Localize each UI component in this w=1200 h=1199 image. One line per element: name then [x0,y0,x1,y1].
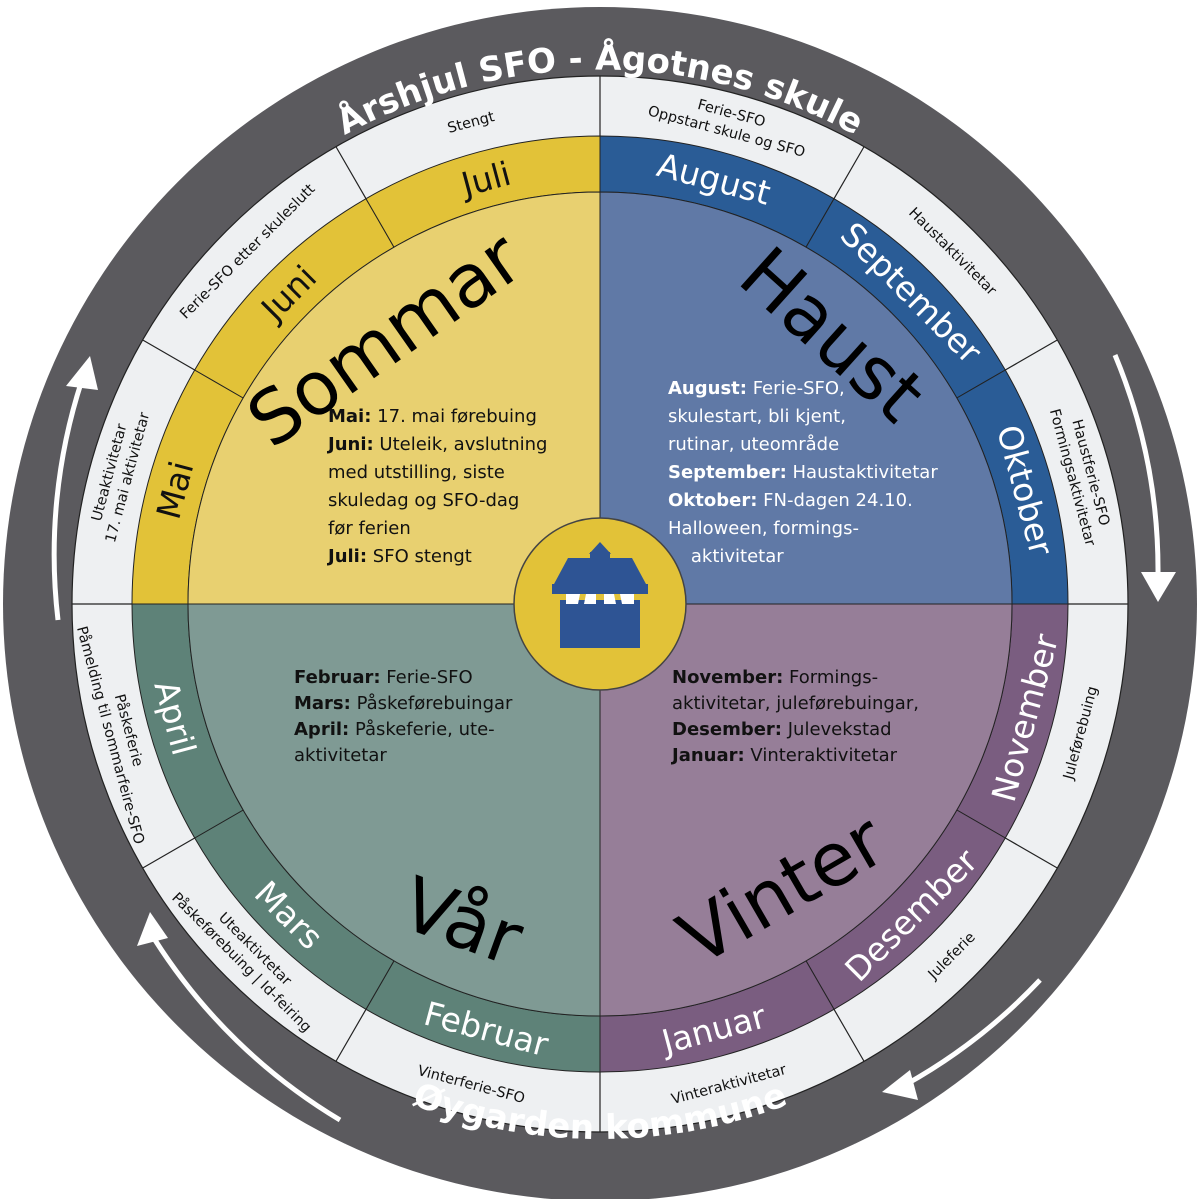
season-desc-text: Halloween, formings- [668,518,859,539]
season-desc-month: August: [668,378,747,399]
season-quadrant-var [187,603,601,1017]
season-desc-line-haust: rutinar, uteområde [668,434,839,455]
arrow-right-head-icon [1141,572,1176,602]
season-desc-line-sommar: Juni: Uteleik, avslutning [326,434,547,455]
sector-divider [1004,339,1058,371]
season-desc-text: aktivitetar, juleførebuingar, [672,693,919,714]
season-desc-line-var: aktivitetar [294,745,387,766]
season-desc-line-haust: Halloween, formings- [668,518,859,539]
season-desc-text: SFO stengt [367,546,472,567]
direction-arrows [51,354,1176,1123]
season-desc-month: Februar: [294,667,381,688]
season-desc-text: Formings- [783,667,878,688]
arrow-bottom-right-icon [903,978,1042,1088]
season-desc-line-sommar: med utstilling, siste [328,462,505,483]
season-desc-line-haust: aktivitetar [668,546,784,567]
season-desc-text: med utstilling, siste [328,462,505,483]
season-desc-line-sommar: skuledag og SFO-dag [328,490,519,511]
sector-divider [335,1008,367,1062]
arrow-right-icon [1112,354,1161,576]
hub [513,517,687,691]
arrow-left-icon [51,379,85,621]
season-desc-text: Påskeførebuingar [351,693,513,714]
season-desc-line-var: April: Påskeferie, ute- [294,719,495,740]
season-desc-text: Haustaktivitetar [787,462,939,483]
season-desc-line-sommar: Juli: SFO stengt [326,546,472,567]
season-desc-line-haust: Oktober: FN-dagen 24.10. [668,490,913,511]
season-desc-text: Julevekstad [782,719,892,740]
arrow-bottom-right-head-icon [882,1070,918,1100]
season-desc-month: Januar: [670,745,745,766]
season-quadrant-haust [599,191,1013,605]
sector-divider [833,146,865,200]
season-desc-line-vinter: Januar: Vinteraktivitetar [670,745,898,766]
season-desc-line-var: Februar: Ferie-SFO [294,667,473,688]
school-building-icon [552,542,648,648]
season-desc-text: Vinteraktivitetar [745,745,898,766]
season-desc-text: før ferien [328,518,411,539]
season-quadrants [187,191,1013,1017]
season-desc-month: Mars: [294,693,351,714]
sector-divider [335,146,367,200]
sector-divider [833,1008,865,1062]
season-desc-line-haust: September: Haustaktivitetar [668,462,938,483]
season-desc-text: aktivitetar [294,745,387,766]
sector-divider [1004,837,1058,869]
season-desc-month: September: [668,462,787,483]
season-desc-text: 17. mai førebuing [371,406,536,427]
season-desc-text: aktivitetar [668,546,784,567]
season-desc-line-vinter: aktivitetar, juleførebuingar, [672,693,919,714]
season-desc-month: Desember: [672,719,782,740]
season-desc-month: November: [672,667,783,688]
sector-divider [142,837,196,869]
season-quadrant-sommar [187,191,601,605]
season-desc-month: Juli: [326,546,367,567]
season-desc-text: rutinar, uteområde [668,434,839,455]
arrow-bottom-left-icon [152,938,342,1123]
sector-divider [142,339,196,371]
season-desc-line-haust: skulestart, bli kjent, [668,406,846,427]
season-desc-month: Juni: [326,434,374,455]
season-desc-month: April: [294,719,349,740]
season-desc-line-sommar: Mai: 17. mai førebuing [328,406,537,427]
season-desc-line-var: Mars: Påskeførebuingar [294,693,513,714]
season-desc-month: Oktober: [668,490,757,511]
season-desc-text: FN-dagen 24.10. [757,490,912,511]
season-desc-line-sommar: før ferien [328,518,411,539]
season-quadrant-vinter [599,603,1013,1017]
season-desc-text: skuledag og SFO-dag [328,490,519,511]
season-desc-text: Uteleik, avslutning [374,434,548,455]
season-desc-text: skulestart, bli kjent, [668,406,846,427]
season-desc-text: Ferie-SFO [381,667,473,688]
arrow-bottom-left-head-icon [137,912,168,946]
season-desc-line-vinter: Desember: Julevekstad [672,719,892,740]
season-desc-line-haust: August: Ferie-SFO, [668,378,845,399]
season-desc-text: Ferie-SFO, [747,378,845,399]
arrow-left-head-icon [66,356,98,390]
season-desc-month: Mai: [328,406,371,427]
season-desc-text: Påskeferie, ute- [349,719,494,740]
season-desc-line-vinter: November: Formings- [672,667,878,688]
